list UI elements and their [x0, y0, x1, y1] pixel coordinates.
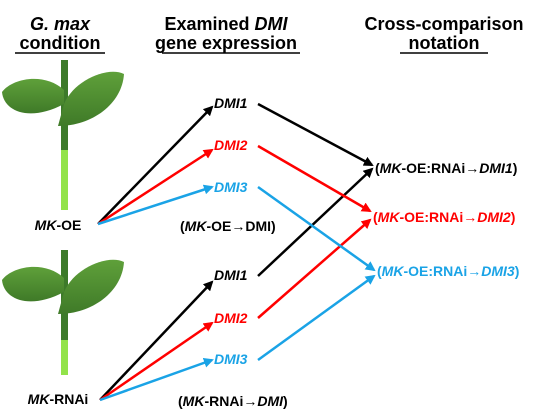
condition-rnai-label: MK-RNAi — [28, 391, 89, 407]
header-condition-line2: condition — [20, 33, 101, 53]
header-notation-line1: Cross-comparison — [364, 14, 523, 34]
arrow-rnai-to-dmi1 — [99, 280, 214, 401]
plant-rnai-stem-light — [61, 340, 68, 375]
header-condition: G. max condition — [15, 14, 105, 54]
header-expression-line2: gene expression — [155, 33, 297, 53]
arrow-rnai-to-dmi2 — [99, 321, 214, 402]
arrow-oe-to-dmi2 — [97, 148, 214, 226]
condition-oe-label: MK-OE — [35, 217, 82, 233]
plant-rnai-leaf-right — [58, 259, 124, 314]
arrow-oe-dmi1-to-notation1 — [257, 102, 374, 167]
header-expression: Examined DMI gene expression — [155, 14, 300, 54]
arrow-rnai-dmi1-to-notation1 — [257, 167, 374, 277]
notation-dmi1: (MK-OE:RNAi→DMI1) — [375, 160, 517, 176]
gene-oe-dmi1: DMI1 — [214, 95, 248, 111]
arrow-rnai-dmi2-to-notation2 — [257, 218, 372, 319]
plant-oe-leaf-left — [2, 78, 64, 114]
arrow-rnai-to-dmi3 — [99, 357, 214, 402]
gene-rnai-dmi1: DMI1 — [214, 267, 248, 283]
header-notation-line2: notation — [409, 33, 480, 53]
plant-rnai-icon — [2, 250, 124, 375]
plant-rnai-leaf-left — [2, 266, 64, 302]
notation-dmi2: (MK-OE:RNAi→DMI2) — [373, 209, 515, 225]
arrow-oe-to-dmi3 — [97, 184, 214, 226]
header-expression-line1: Examined DMI — [164, 14, 288, 34]
arrow-oe-to-dmi1 — [97, 105, 214, 225]
notation-dmi3: (MK-OE:RNAi→DMI3) — [377, 263, 519, 279]
arrow-oe-dmi3-to-notation3 — [257, 185, 376, 272]
gene-rnai-dmi2: DMI2 — [214, 310, 248, 326]
summary-oe: (MK-OE→DMI) — [180, 218, 276, 234]
summary-rnai: (MK-RNAi→DMI) — [178, 393, 288, 409]
plant-oe-icon — [2, 60, 124, 210]
plant-oe-stem-light — [61, 150, 68, 210]
gene-oe-dmi3: DMI3 — [214, 179, 248, 195]
plant-oe-leaf-right — [58, 71, 124, 126]
gene-oe-dmi2: DMI2 — [214, 137, 248, 153]
gene-rnai-dmi3: DMI3 — [214, 351, 248, 367]
arrow-oe-dmi2-to-notation2 — [257, 144, 372, 213]
header-notation: Cross-comparison notation — [364, 14, 524, 54]
header-condition-line1: G. max — [30, 14, 91, 34]
arrow-rnai-dmi3-to-notation3 — [257, 274, 376, 362]
